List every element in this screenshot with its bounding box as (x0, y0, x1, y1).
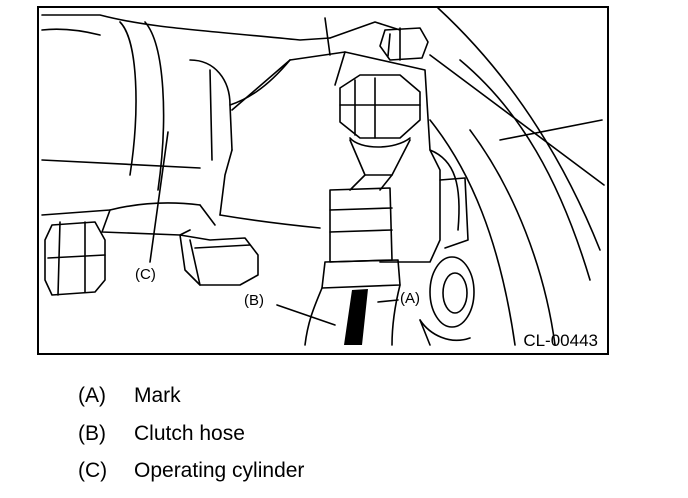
ring-right (419, 256, 475, 346)
legend-item-c: (C) Operating cylinder (78, 459, 304, 483)
union-bolt (339, 74, 421, 176)
leader-line-b (276, 304, 336, 326)
callout-b: (B) (244, 292, 264, 309)
legend-key-a: (A) (78, 384, 106, 407)
legend-text-a: Mark (134, 384, 181, 407)
operating-cylinder (41, 14, 331, 236)
mark-stripe (344, 289, 368, 345)
figure-frame (37, 6, 609, 355)
legend-key-c: (C) (78, 459, 108, 482)
nut-middle (179, 234, 259, 286)
leader-line-a (377, 299, 399, 303)
legend-item-a: (A) Mark (78, 384, 181, 408)
callout-a: (A) (400, 290, 420, 307)
legend-item-b: (B) Clutch hose (78, 422, 245, 446)
bracket (219, 17, 469, 263)
legend-key-b: (B) (78, 422, 106, 445)
legend-text-b: Clutch hose (134, 422, 245, 445)
clutch-hose (304, 284, 401, 346)
bleeder-screw (379, 27, 429, 61)
nut-left (44, 221, 106, 296)
callout-c: (C) (135, 266, 156, 283)
background-lines (429, 7, 605, 346)
legend-text-c: Operating cylinder (134, 459, 305, 482)
figure-id: CL-00443 (523, 331, 598, 350)
leader-line-c (149, 131, 169, 263)
